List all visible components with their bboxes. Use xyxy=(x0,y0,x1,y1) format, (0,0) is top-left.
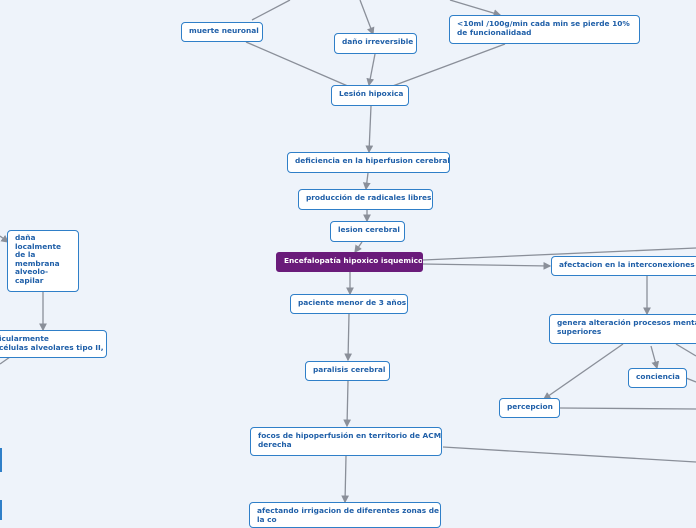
node-celulas-alveolares[interactable]: icularmente células alveolares tipo II, xyxy=(0,330,107,358)
node-dana-membrana[interactable]: daña localmente de la membrana alveolo- … xyxy=(7,230,79,292)
node-focos-line2: derecha xyxy=(258,440,292,449)
node-root-label: Encefalopatía hipoxico isquemico xyxy=(284,256,423,265)
edge-dano-lesion xyxy=(366,53,376,87)
edge-deficiencia-radicales xyxy=(362,172,371,191)
node-radicales-libres[interactable]: producción de radicales libres xyxy=(298,189,433,210)
node-dano-irreversible-label: daño irreversible xyxy=(342,37,414,46)
node-particular-line2: células alveolares tipo II, xyxy=(0,343,104,352)
node-lesion-cerebral-label: lesion cerebral xyxy=(338,225,400,234)
node-afectando-line1: afectando irrigacion de diferentes zonas… xyxy=(257,506,440,515)
node-genera-line1: genera alteración procesos mentale xyxy=(557,318,696,327)
edge-root-offscreen xyxy=(422,247,696,261)
node-lesion-hipoxica-label: Lesión hipoxica xyxy=(339,89,404,98)
node-afectacion-interconexiones[interactable]: afectacion en la interconexiones ne xyxy=(551,256,696,276)
node-percepcion[interactable]: percepcion xyxy=(499,398,560,418)
node-lesion-hipoxica[interactable]: Lesión hipoxica xyxy=(331,85,409,106)
node-particular-line1: icularmente xyxy=(0,334,49,343)
edge-paralisis-focos xyxy=(343,380,352,428)
edge-lesioncerebral-root xyxy=(354,241,363,254)
node-dana-line5: alveolo- xyxy=(15,267,49,276)
node-deficiencia-hiperfusion[interactable]: deficiencia en la hiperfusion cerebral xyxy=(287,152,450,173)
offscreen-node-edge-1 xyxy=(0,448,2,472)
node-radicales-label: producción de radicales libres xyxy=(306,193,432,202)
node-lesion-cerebral[interactable]: lesion cerebral xyxy=(330,221,405,242)
node-dana-line2: localmente xyxy=(15,241,62,251)
node-genera-line2: superiores xyxy=(557,327,602,336)
node-focos-hipoperfusion[interactable]: focos de hipoperfusión en territorio de … xyxy=(250,427,442,456)
node-paciente-label: paciente menor de 3 años xyxy=(298,298,407,307)
node-muerte-neuronal-label: muerte neuronal xyxy=(189,26,259,35)
edge-offscreen-dano xyxy=(359,0,375,36)
edge-offscreen-funcionalidad xyxy=(449,0,502,17)
node-dana-line4: membrana xyxy=(15,258,60,268)
node-conciencia[interactable]: conciencia xyxy=(628,368,687,388)
node-dana-line6: capilar xyxy=(15,275,44,285)
node-dana-line1: daña xyxy=(15,233,36,242)
edge-funcionalidad-lesion xyxy=(389,43,506,88)
edge-focos-afectando xyxy=(341,455,350,504)
node-paralisis-cerebral[interactable]: paralisis cerebral xyxy=(305,361,390,381)
node-focos-line1: focos de hipoperfusión en territorio de … xyxy=(258,431,442,440)
edge-conciencia-offscreen xyxy=(685,377,696,383)
node-dana-line3: de la xyxy=(15,250,36,259)
node-paralisis-label: paralisis cerebral xyxy=(313,365,386,374)
node-funcionalidad[interactable]: <10ml /100g/min cada min se pierde 10% d… xyxy=(449,15,640,44)
node-genera-alteracion[interactable]: genera alteración procesos mentale super… xyxy=(549,314,696,344)
edge-left-dana xyxy=(0,234,10,243)
edge-genera-conciencia xyxy=(650,345,660,370)
node-root-encefalopatia[interactable]: Encefalopatía hipoxico isquemico xyxy=(276,252,423,272)
edge-root-afectacion xyxy=(422,261,552,270)
edge-focos-offscreen xyxy=(442,446,696,463)
edge-percepcion-offscreen xyxy=(559,407,696,410)
node-muerte-neuronal[interactable]: muerte neuronal xyxy=(181,22,263,42)
node-funcionalidad-line1: <10ml /100g/min cada min se pierde 10% xyxy=(457,19,630,28)
edge-particular-offscreen xyxy=(0,356,11,365)
node-percepcion-label: percepcion xyxy=(507,402,553,411)
edge-muerte-lesion xyxy=(245,41,351,88)
edge-offscreen-muerte xyxy=(251,0,291,21)
edge-lesion-deficiencia xyxy=(365,105,374,154)
edge-genera-percepcion xyxy=(542,343,624,400)
offscreen-node-edge-2 xyxy=(0,500,2,520)
node-deficiencia-label: deficiencia en la hiperfusion cerebral xyxy=(295,156,450,165)
edge-paciente-paralisis xyxy=(344,313,353,362)
node-conciencia-label: conciencia xyxy=(636,372,680,381)
node-afectando-irrigacion[interactable]: afectando irrigacion de diferentes zonas… xyxy=(249,502,441,528)
edge-genera-offscreen xyxy=(675,343,696,357)
node-afectacion-label: afectacion en la interconexiones ne xyxy=(559,260,696,269)
node-funcionalidad-line2: de funcionalidaad xyxy=(457,28,532,37)
node-dano-irreversible[interactable]: daño irreversible xyxy=(334,33,417,54)
node-paciente-menor[interactable]: paciente menor de 3 años xyxy=(290,294,408,314)
